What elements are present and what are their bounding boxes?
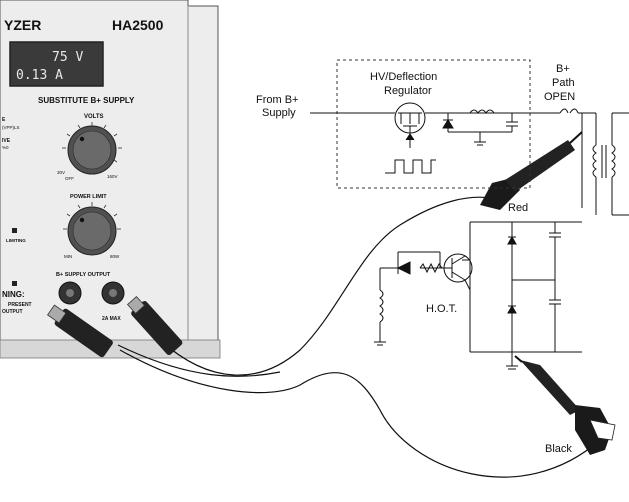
limiting-led — [12, 228, 17, 233]
path-label-2: Path — [552, 77, 575, 89]
max-current-label: 2A MAX — [102, 316, 121, 322]
red-lead-clip[interactable] — [480, 131, 583, 210]
brand-fragment: YZER — [4, 17, 41, 33]
side-label-1: E — [2, 117, 6, 123]
base-resistor — [419, 262, 443, 274]
power-knob-ticks — [63, 202, 121, 230]
black-lead-clip[interactable] — [514, 355, 616, 455]
side-label-4: %0 — [2, 145, 9, 150]
warning-sub-2: OUTPUT — [2, 309, 23, 315]
path-label-3: OPEN — [544, 91, 575, 103]
section-title: SUBSTITUTE B+ SUPPLY — [38, 96, 135, 105]
limiting-label: LIMITING — [6, 238, 26, 243]
display-current: 0.13 A — [16, 68, 63, 83]
model-label: HA2500 — [112, 17, 164, 33]
output-label: B+ SUPPLY OUTPUT — [56, 272, 111, 278]
warning-sub-1: PRESENT — [8, 302, 32, 308]
power-knob-indicator — [79, 217, 85, 223]
volts-knob-indicator — [79, 136, 85, 142]
analyzer-panel: YZER HA2500 75 V 0.13 A SUBSTITUTE B+ SU… — [0, 0, 221, 359]
horizontal-output-stage: H.O.T. — [374, 221, 582, 370]
volts-label: VOLTS — [84, 114, 104, 120]
regulator-title-2: Regulator — [384, 85, 432, 97]
drive-coil — [379, 289, 384, 323]
regulator-title-1: HV/Deflection — [370, 71, 437, 83]
open-break-left — [559, 108, 569, 114]
flyback-secondary — [611, 144, 616, 178]
power-min-label: MIN — [64, 254, 72, 259]
flyback-primary — [592, 144, 597, 178]
open-break-right — [569, 108, 579, 114]
regulator-box — [336, 59, 531, 189]
hot-label: H.O.T. — [426, 303, 457, 315]
volts-knob-ticks — [62, 122, 122, 163]
from-supply-label-2: Supply — [262, 107, 296, 119]
black-lead-wire-b — [117, 344, 281, 377]
test-lead-wires — [117, 196, 601, 478]
path-label-1: B+ — [556, 63, 570, 75]
display-voltage: 75 V — [52, 50, 83, 65]
from-supply-label-1: From B+ — [256, 94, 298, 106]
black-lead-wire — [119, 349, 601, 478]
volts-min-label: 30V — [57, 170, 65, 175]
red-lead-wire — [159, 196, 491, 376]
side-label-3: IVE — [2, 138, 11, 144]
side-label-2: (VPP)LS — [2, 125, 20, 130]
output-led — [12, 281, 17, 286]
power-max-label: 80W — [110, 254, 120, 259]
b-plus-path: B+ Path OPEN — [544, 63, 629, 216]
volts-min-sub-label: OFF — [65, 176, 74, 181]
hv-deflection-regulator: HV/Deflection Regulator From B+ Supply — [256, 59, 560, 189]
volts-max-label: 160V — [107, 174, 118, 179]
led-display — [9, 41, 104, 87]
power-limit-label: POWER LIMIT — [70, 194, 107, 200]
black-lead-label: Black — [545, 443, 572, 455]
warning-label: NING: — [2, 290, 25, 299]
red-lead-label: Red — [508, 202, 528, 214]
lead-plugs — [47, 295, 183, 358]
